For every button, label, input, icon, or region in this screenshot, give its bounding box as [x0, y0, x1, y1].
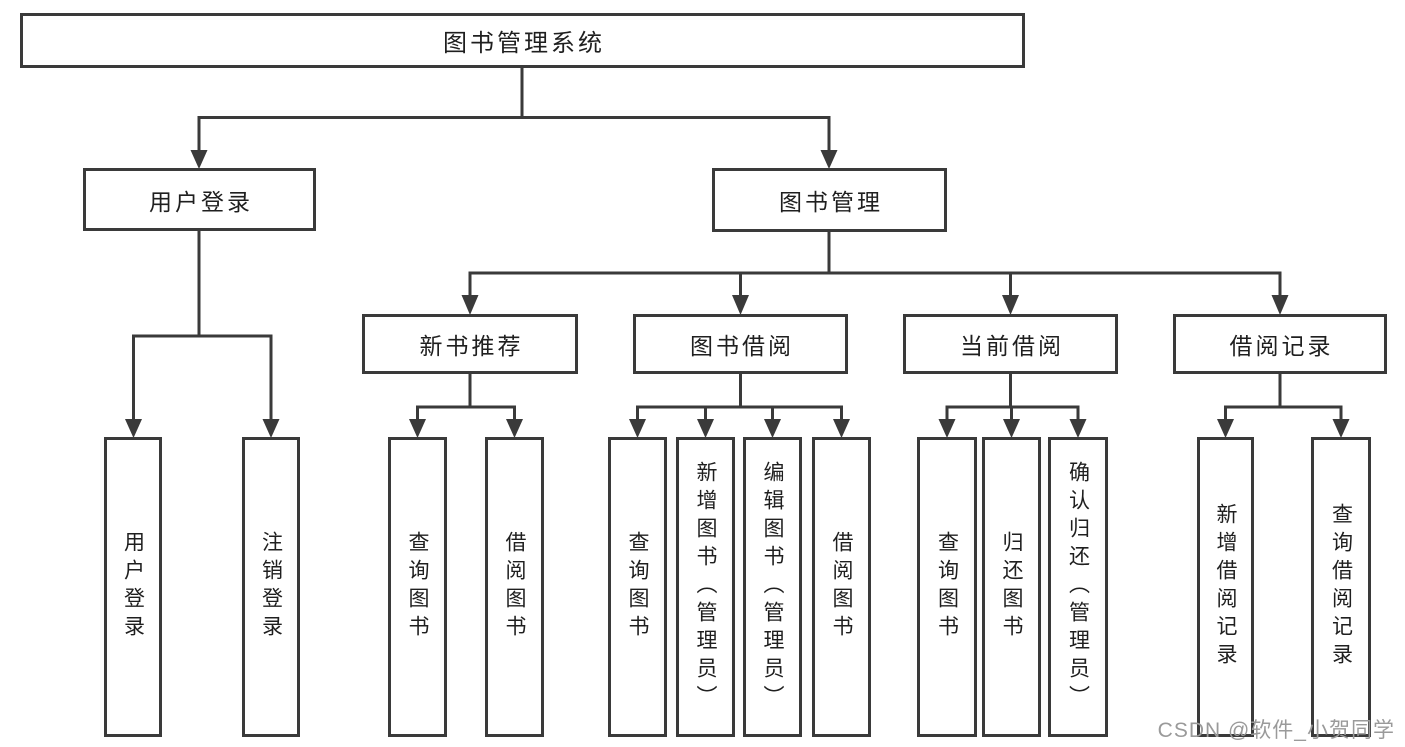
- leaf-label: 确认归还（管理员）: [1066, 461, 1090, 713]
- leaf-label: 借阅图书: [503, 531, 526, 643]
- leaf-add-book-admin: 新增图书（管理员）: [676, 437, 735, 737]
- leaf-borrow-books-recommend: 借阅图书: [485, 437, 544, 737]
- leaf-query-books-borrowing: 查询图书: [608, 437, 667, 737]
- node-current-borrowing: 当前借阅: [903, 314, 1118, 374]
- leaf-label: 新增借阅记录: [1214, 503, 1237, 671]
- leaf-edit-book-admin: 编辑图书（管理员）: [743, 437, 802, 737]
- leaf-query-books-current: 查询图书: [917, 437, 977, 737]
- leaf-label: 新增图书（管理员）: [694, 461, 717, 713]
- leaf-confirm-return-admin: 确认归还（管理员）: [1048, 437, 1108, 737]
- node-book-management: 图书管理: [712, 168, 947, 232]
- csdn-watermark: CSDN @软件_小贺同学: [1157, 719, 1395, 742]
- leaf-label: 查询图书: [626, 531, 649, 643]
- leaf-user-login: 用户登录: [104, 437, 162, 737]
- leaf-label: 借阅图书: [830, 531, 853, 643]
- leaf-label: 注销登录: [259, 531, 283, 643]
- leaf-label: 查询图书: [406, 531, 429, 643]
- leaf-query-books-recommend: 查询图书: [388, 437, 447, 737]
- node-user-login: 用户登录: [83, 168, 316, 231]
- leaf-return-books: 归还图书: [982, 437, 1041, 737]
- leaf-label: 编辑图书（管理员）: [761, 461, 784, 713]
- node-borrowing-records: 借阅记录: [1173, 314, 1387, 374]
- leaf-query-borrow-record: 查询借阅记录: [1311, 437, 1371, 737]
- leaf-label: 归还图书: [1000, 531, 1023, 643]
- leaf-label: 查询图书: [935, 531, 959, 643]
- node-root: 图书管理系统: [20, 13, 1025, 68]
- leaf-label: 用户登录: [121, 531, 145, 643]
- leaf-add-borrow-record: 新增借阅记录: [1197, 437, 1254, 737]
- node-new-book-recommendation: 新书推荐: [362, 314, 578, 374]
- leaf-borrow-books-borrowing: 借阅图书: [812, 437, 871, 737]
- leaf-logout: 注销登录: [242, 437, 300, 737]
- leaf-label: 查询借阅记录: [1329, 503, 1353, 671]
- node-book-borrowing: 图书借阅: [633, 314, 848, 374]
